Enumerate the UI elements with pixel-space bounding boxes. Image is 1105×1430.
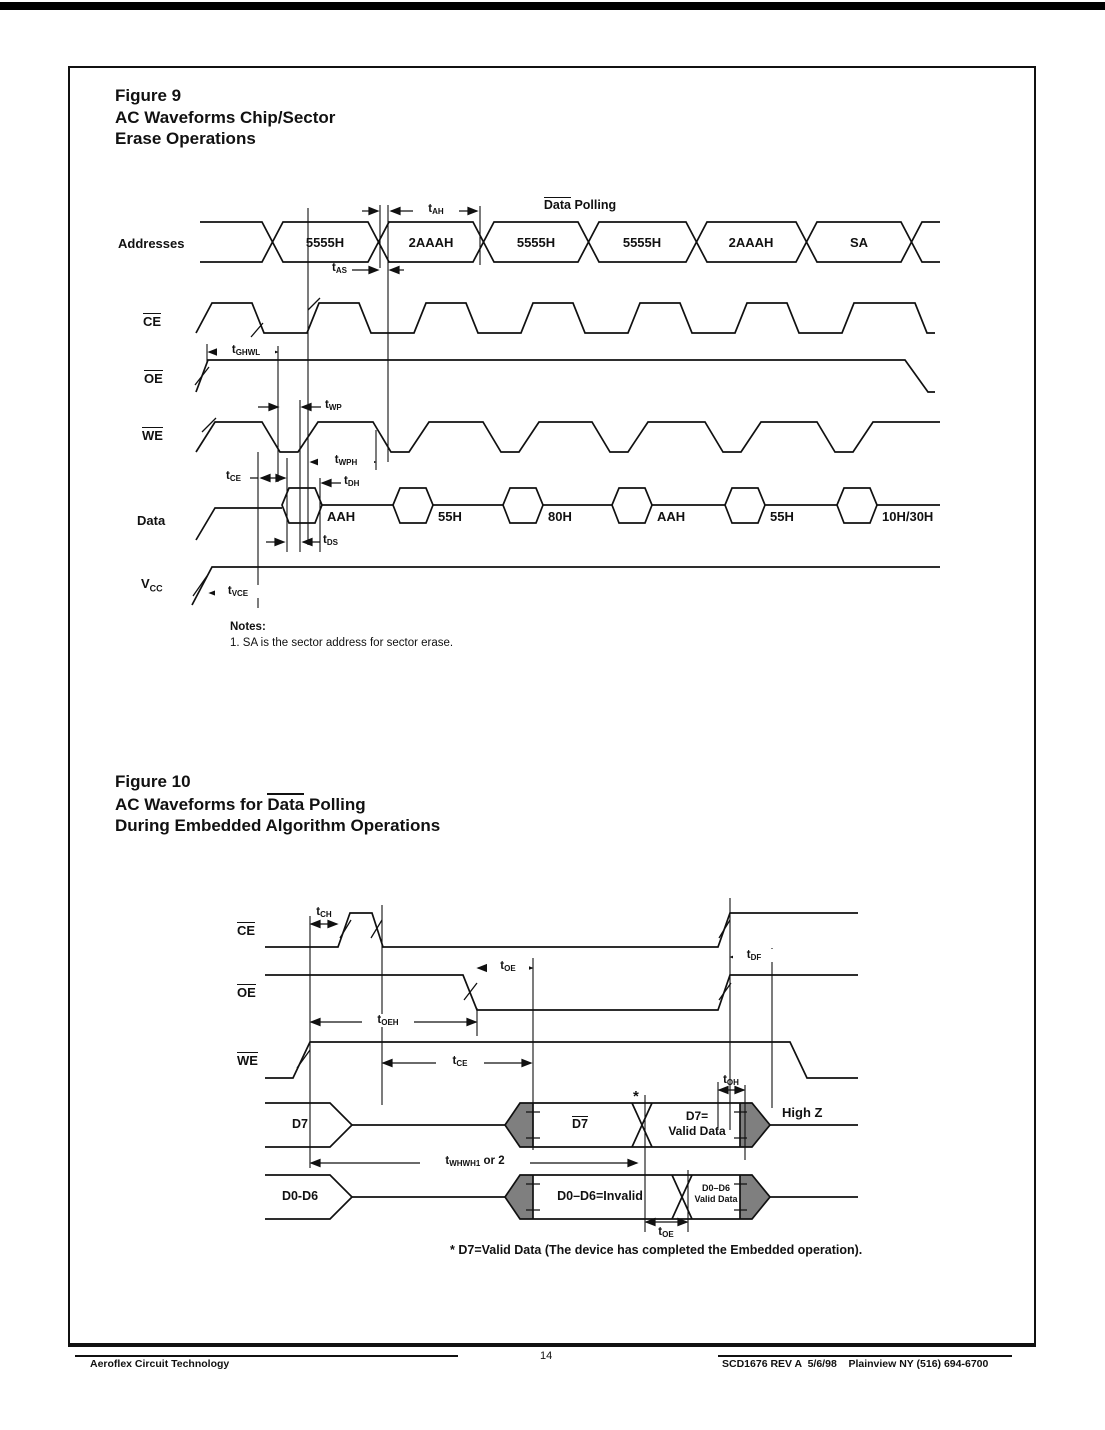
figure9-title-line2: AC Waveforms Chip/Sector <box>115 107 336 127</box>
addresses-bus-line-b <box>200 221 940 263</box>
data-hex-4 <box>611 487 653 524</box>
footnote-star-marker: * <box>633 1088 639 1105</box>
timing-label-tdf: tDF <box>733 949 775 962</box>
data-value-label: AAH <box>327 509 356 524</box>
d0d6-trail-shade <box>740 1175 770 1219</box>
fig10-we-waveform <box>265 1041 858 1079</box>
addr-segment-label: 5555H <box>516 235 556 250</box>
addr-segment-label: 2AAAH <box>408 235 454 250</box>
figure9-title-line3: Erase Operations <box>115 129 256 148</box>
fig9-ticks <box>192 297 321 597</box>
footer-left-rule <box>75 1355 458 1357</box>
d7-bar-segment-label: D7 <box>572 1116 588 1131</box>
timing-label-tah: tAH <box>413 203 459 216</box>
timing-label-tch: tCH <box>316 906 332 919</box>
data-hex-5 <box>724 487 766 524</box>
addr-segment-label: 2AAAH <box>728 235 774 250</box>
timing-label-tce: tCE <box>226 470 241 483</box>
figure9-title-line1: Figure 9 <box>115 86 182 105</box>
oe-signal-label: OE <box>144 370 163 386</box>
figure10-title-line1: Figure 10 <box>115 772 191 791</box>
d7-signal-label: D7 <box>292 1117 308 1131</box>
timing-label-tghwl: tGHWL <box>217 344 275 357</box>
addr-segment-label: 5555H <box>305 235 345 250</box>
timing-label-twp: tWP <box>325 399 342 412</box>
data-value-label: 55H <box>770 509 794 524</box>
data-hex-6 <box>836 487 878 524</box>
figure10-title: Figure 10 AC Waveforms for Data Polling … <box>115 771 440 837</box>
we-signal-label: WE <box>142 427 163 443</box>
notes-heading: Notes: <box>230 621 266 633</box>
data-value-label: 10H/30H <box>882 509 934 524</box>
ce-waveform <box>195 302 935 334</box>
figure10-title-line2: AC Waveforms for Data Polling <box>115 792 366 814</box>
addr-segment-label: SA <box>849 235 869 250</box>
footer-doc-info: SCD1676 REV A 5/6/98 Plainview NY (516) … <box>722 1358 989 1370</box>
data-polling-rest: Polling <box>570 198 617 212</box>
timing-label-tce-fig10: tCE <box>436 1055 484 1068</box>
timing-label-twph: tWPH <box>318 454 374 467</box>
footer-right-rule <box>718 1355 1012 1357</box>
oe-waveform <box>195 359 935 393</box>
data-hex-1 <box>281 487 323 524</box>
fig10-ce-signal-label: CE <box>237 922 256 938</box>
note-1: 1. SA is the sector address for sector e… <box>230 637 454 649</box>
fig10-shaded-regions <box>505 1103 770 1219</box>
timing-label-toe-bottom: tOE <box>658 1226 674 1239</box>
fig10-ce-waveform <box>265 912 858 948</box>
footer-company: Aeroflex Circuit Technology <box>90 1358 230 1370</box>
timing-label-tdh: tDH <box>344 475 360 488</box>
timing-label-toh: tOH <box>723 1074 739 1087</box>
data-line <box>195 507 282 541</box>
fig10-reference-lines <box>309 898 773 1232</box>
timing-label-toeh: tOEH <box>362 1014 414 1027</box>
figure9-title: Figure 9 AC Waveforms Chip/Sector Erase … <box>115 85 335 150</box>
vcc-signal-label: VCC <box>141 576 163 594</box>
page-border <box>68 66 1036 1347</box>
scan-top-bar <box>0 2 1105 10</box>
high-z-label: High Z <box>782 1105 823 1120</box>
figure10-footnote: * D7=Valid Data (The device has complete… <box>450 1243 863 1257</box>
page-number: 14 <box>540 1350 553 1362</box>
vcc-waveform <box>191 566 940 606</box>
we-waveform <box>195 421 940 453</box>
d7-bus-outline <box>503 1102 772 1148</box>
ce-signal-label: CE <box>143 313 162 329</box>
data-polling-label: Data Polling <box>520 197 640 213</box>
figure10-title-line3: During Embedded Algorithm Operations <box>115 816 441 835</box>
d0d6-signal-label: D0-D6 <box>281 1189 319 1203</box>
data-value-label: 55H <box>438 509 462 524</box>
timing-label-tds: tDS <box>323 534 338 547</box>
fig10-oe-waveform <box>265 974 858 1011</box>
d0d6-valid-data-segment-label: D0–D6 Valid Data <box>694 1183 738 1204</box>
timing-label-twhwh: tWHWH1 or 2 <box>420 1155 530 1168</box>
timing-label-toe-top: tOE <box>487 960 529 973</box>
fig10-dimension-arrows <box>309 919 773 1227</box>
d7-trail-shade <box>740 1103 770 1147</box>
addr-segment-label: 5555H <box>622 235 662 250</box>
d0d6-bus-outline <box>503 1174 772 1220</box>
fig10-oe-signal-label: OE <box>237 984 256 1000</box>
data-hex-3 <box>502 487 544 524</box>
d0d6-lead-shade <box>505 1175 533 1219</box>
addresses-signal-label: Addresses <box>118 236 185 251</box>
timing-label-tas: tAS <box>332 262 347 275</box>
fig10-we-signal-label: WE <box>237 1052 258 1068</box>
d0d6-invalid-segment-label: D0–D6=Invalid <box>557 1189 643 1203</box>
d0d6-bus-boundaries <box>532 1174 741 1220</box>
data-value-label: AAH <box>657 509 686 524</box>
data-hex-2 <box>392 487 434 524</box>
fig9-reference-lines <box>206 205 481 608</box>
fig9-waveforms <box>191 221 940 606</box>
timing-label-tvce: tVCE <box>215 585 261 598</box>
d7-lead-shade <box>505 1103 533 1147</box>
data-signal-label: Data <box>137 513 166 528</box>
data-value-label: 80H <box>548 509 572 524</box>
data-polling-overlined: Data <box>543 197 571 212</box>
d7-valid-data-segment-label: D7= Valid Data <box>668 1109 726 1138</box>
